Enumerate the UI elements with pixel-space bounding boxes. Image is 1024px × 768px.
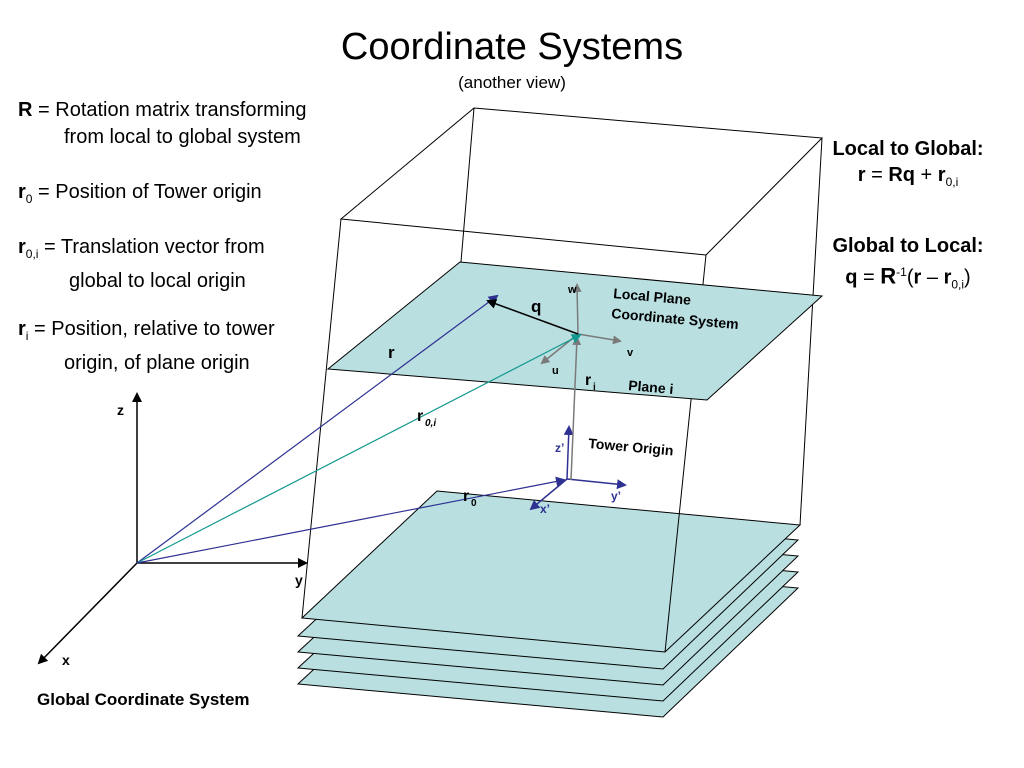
tower-z-axis bbox=[563, 425, 574, 480]
box-edge-left bbox=[301, 218, 342, 619]
symbol-R: R bbox=[18, 99, 33, 121]
definition-ri-text: = Position, relative to tower bbox=[28, 318, 275, 340]
r-0i-sub: 0,i bbox=[425, 418, 436, 429]
q-label: q bbox=[531, 297, 541, 316]
vector-r bbox=[136, 294, 499, 564]
definition-R: R = Rotation matrix transforming from lo… bbox=[18, 97, 306, 151]
r-label: r bbox=[388, 343, 395, 362]
definition-ri: ri = Position, relative to tower origin,… bbox=[18, 316, 275, 377]
box-edge-back bbox=[460, 107, 475, 263]
box-edge-right bbox=[799, 137, 823, 526]
r-i-symbol: r bbox=[585, 372, 591, 389]
global-x-label: x bbox=[62, 652, 70, 668]
definition-R-text: = Rotation matrix transforming bbox=[32, 99, 307, 121]
local-u-label: u bbox=[552, 365, 559, 377]
close-paren: ) bbox=[964, 266, 971, 289]
tower-origin-label: Tower Origin bbox=[588, 435, 674, 458]
plus: + bbox=[914, 164, 938, 186]
r-0-sub: 0 bbox=[471, 498, 477, 509]
open-paren: ( bbox=[906, 266, 914, 289]
r-0i-symbol: r bbox=[417, 408, 423, 425]
plane-i bbox=[326, 261, 824, 401]
local-w-axis bbox=[572, 283, 582, 335]
equals: = bbox=[865, 164, 889, 186]
global-to-local-equation: q = R-1(r – r0,i) bbox=[808, 259, 1008, 298]
slide-title: Coordinate Systems bbox=[340, 26, 684, 68]
slide-subtitle: (another view) bbox=[458, 73, 566, 92]
definition-r0-text: = Position of Tower origin bbox=[32, 181, 262, 203]
definition-ri-line2: origin, of plane origin bbox=[64, 352, 250, 374]
r-0-symbol: r bbox=[463, 488, 469, 505]
local-to-global-equation: r = Rq + r0,i bbox=[808, 162, 1008, 195]
vector-r-0i bbox=[136, 334, 582, 564]
local-plane-label-line1: Local Plane bbox=[613, 285, 692, 308]
box-top-face bbox=[339, 107, 824, 256]
global-x-axis bbox=[37, 562, 138, 665]
global-axes: z y x bbox=[37, 392, 308, 668]
r-0-label: r 0 bbox=[463, 488, 477, 509]
lhs-r: r bbox=[857, 164, 866, 186]
R-term: R bbox=[880, 263, 897, 289]
R-inverse-sup: -1 bbox=[896, 265, 907, 279]
equals: = bbox=[857, 266, 881, 289]
symbol-ri: r bbox=[18, 318, 26, 340]
vector-r-i bbox=[570, 336, 582, 481]
r-term: r bbox=[937, 164, 946, 186]
symbol-r0i-sub: 0,i bbox=[25, 247, 39, 261]
global-to-local-heading: Global to Local: bbox=[832, 235, 984, 257]
symbol-r0i: r bbox=[18, 236, 26, 258]
global-coordinate-system-caption: Global Coordinate System bbox=[37, 690, 250, 709]
r-term: r bbox=[913, 266, 922, 289]
vector-q bbox=[486, 299, 579, 335]
definition-r0i: r0,i = Translation vector from global to… bbox=[18, 234, 265, 295]
local-to-global-formula: Local to Global: r = Rq + r0,i bbox=[808, 136, 1008, 195]
global-z-label: z bbox=[117, 402, 124, 418]
r0i-term: r bbox=[943, 266, 952, 289]
plane-stack bbox=[296, 490, 802, 718]
local-v-label: v bbox=[627, 347, 634, 359]
symbol-ri-sub: i bbox=[25, 329, 29, 343]
r-0i-label: r 0,i bbox=[417, 408, 436, 429]
minus: – bbox=[921, 266, 944, 289]
r-i-sub: i bbox=[593, 382, 596, 393]
global-y-label: y bbox=[295, 572, 303, 588]
local-to-global-heading: Local to Global: bbox=[832, 138, 984, 160]
rq-term: Rq bbox=[888, 164, 915, 186]
local-w-label: w bbox=[567, 284, 577, 296]
definition-R-line2: from local to global system bbox=[64, 126, 301, 148]
tower-x-label: x’ bbox=[540, 502, 550, 516]
tower-z-label: z’ bbox=[555, 441, 564, 455]
q-term: q bbox=[845, 266, 858, 289]
tower-y-label: y’ bbox=[611, 489, 621, 503]
r-term-sub: 0,i bbox=[945, 175, 959, 189]
r0i-term-sub: 0,i bbox=[951, 277, 965, 292]
global-to-local-formula: Global to Local: q = R-1(r – r0,i) bbox=[808, 233, 1008, 298]
vector-r-0 bbox=[136, 476, 566, 564]
plane-i-label: Plane i bbox=[628, 377, 674, 397]
tower-y-axis bbox=[566, 478, 627, 490]
r-i-label: r i bbox=[585, 372, 596, 393]
definition-r0i-line2: global to local origin bbox=[69, 270, 246, 292]
definition-r0i-text: = Translation vector from bbox=[38, 236, 265, 258]
symbol-r0: r bbox=[18, 181, 26, 203]
definition-r0: r0 = Position of Tower origin bbox=[18, 179, 262, 213]
local-v-axis bbox=[577, 333, 622, 345]
symbol-r0-sub: 0 bbox=[25, 192, 33, 206]
